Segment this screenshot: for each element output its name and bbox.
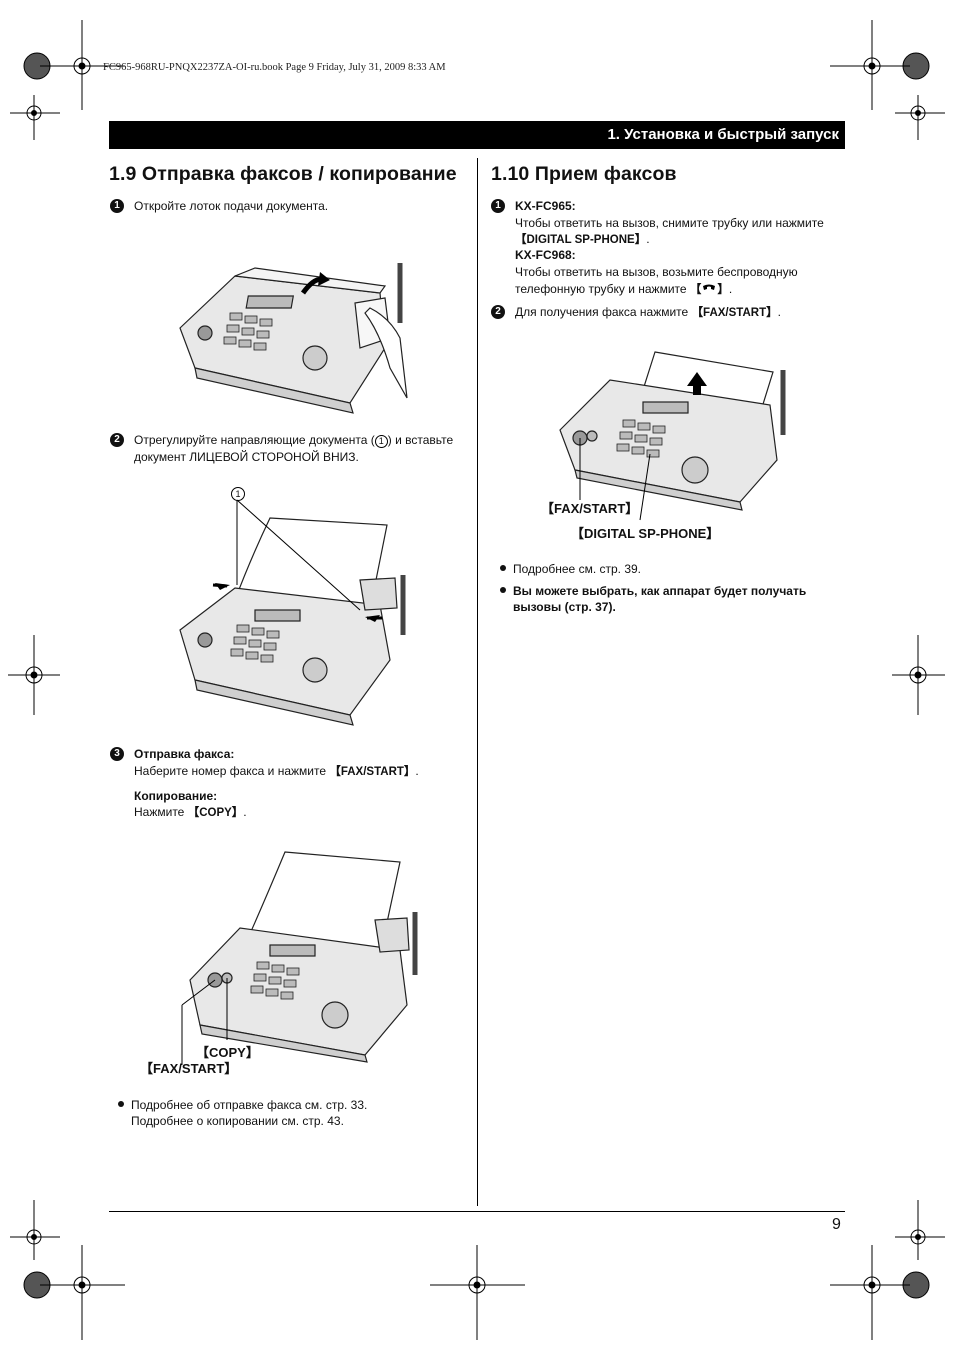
fax-receive-illustration: [559, 351, 786, 521]
step-text: Для получения факса нажмите 【FAX/START】.: [515, 305, 781, 319]
bullet-text-line2: Подробнее о копировании см. стр. 43.: [131, 1114, 344, 1128]
fax-start-button-label: 【FAX/START】: [541, 501, 639, 516]
step-text-fax: Наберите номер факса и нажмите 【FAX/STAR…: [134, 764, 419, 778]
footer-rule: [109, 1211, 845, 1212]
step-number: 1: [110, 199, 124, 213]
chapter-header-bar: 1. Установка и быстрый запуск: [109, 121, 845, 149]
step-number: 2: [110, 433, 124, 447]
fax-start-button-label: 【FAX/START】: [140, 1061, 238, 1076]
copy-button-label: 【COPY】: [196, 1045, 259, 1060]
bullet-text-bold-line1: Вы можете выбрать, как аппарат будет пол…: [513, 584, 807, 598]
step-heading-fax: Отправка факса:: [134, 747, 235, 761]
step-text: Откройте лоток подачи документа.: [134, 199, 329, 213]
step-heading-copy: Копирование:: [134, 789, 218, 803]
model-label-fc965: KX-FC965:: [515, 199, 576, 213]
model-text-fc965: Чтобы ответить на вызов, снимите трубку …: [515, 216, 824, 230]
bullet-icon: [500, 565, 506, 571]
digital-sp-phone-key-label: 【DIGITAL SP-PHONE】: [515, 234, 647, 246]
step-number: 3: [110, 747, 124, 761]
model-text-fc968-line2: телефонную трубку и нажмите 【】.: [515, 282, 733, 296]
bullet-text-line1: Подробнее об отправке факса см. стр. 33.: [131, 1098, 368, 1112]
fax-open-tray-illustration: [179, 263, 408, 414]
model-label-fc968: KX-FC968:: [515, 248, 576, 262]
fax-insert-document-illustration: [179, 499, 406, 726]
bullet-icon: [500, 587, 506, 593]
phone-talk-icon: [703, 284, 716, 290]
digital-sp-phone-instruction: 【DIGITAL SP-PHONE】.: [515, 232, 650, 246]
callout-circle-number: 1: [374, 435, 388, 448]
digital-sp-phone-button-label: 【DIGITAL SP-PHONE】: [571, 526, 720, 541]
step-number: 1: [491, 199, 505, 213]
copy-key-label: 【COPY】: [187, 807, 244, 819]
model-text-fc968-line1: Чтобы ответить на вызов, возьмите беспро…: [515, 265, 798, 279]
figure-callout-number: 1: [231, 487, 245, 501]
print-file-info: FC965-968RU-PNQX2237ZA-OI-ru.book Page 9…: [103, 62, 446, 73]
step-text: Отрегулируйте направляющие документа (1)…: [134, 433, 454, 448]
fax-send-copy-illustration: [181, 851, 418, 1065]
bullet-text: Подробнее см. стр. 39.: [513, 562, 642, 576]
step-text-copy: Нажмите 【COPY】.: [134, 805, 247, 819]
bullet-text-bold-line2: вызовы (стр. 37).: [513, 600, 616, 614]
section-title-receiving: 1.10 Прием факсов: [491, 163, 677, 185]
bullet-icon: [118, 1101, 124, 1107]
step-text-line2: документ ЛИЦЕВОЙ СТОРОНОЙ ВНИЗ.: [134, 450, 359, 464]
fax-start-key-label: 【FAX/START】: [691, 307, 778, 319]
fax-start-key-label: 【FAX/START】: [329, 766, 416, 778]
section-title-sending: 1.9 Отправка факсов / копирование: [109, 163, 457, 185]
chapter-title: 1. Установка и быстрый запуск: [607, 126, 839, 143]
step-number: 2: [491, 305, 505, 319]
page-number: 9: [832, 1216, 841, 1233]
column-divider: [477, 158, 478, 1206]
